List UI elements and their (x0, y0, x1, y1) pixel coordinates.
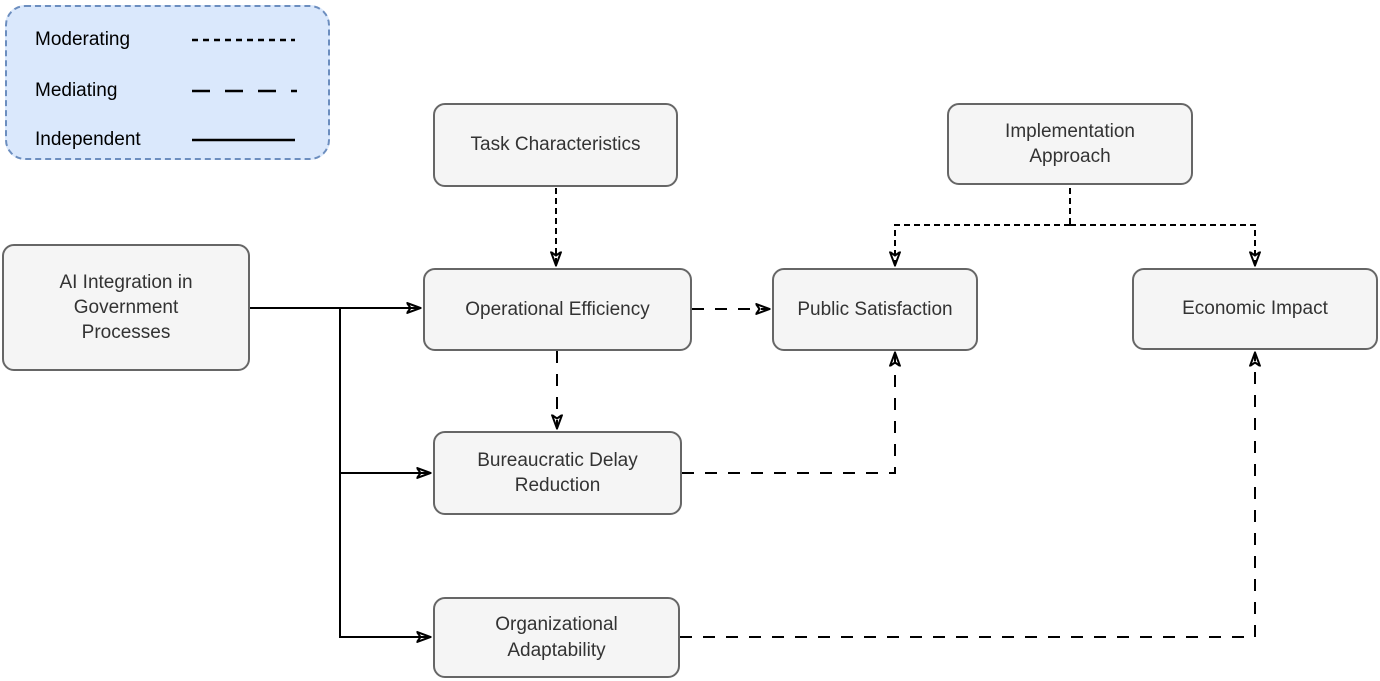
edge-implementation-to-economic-impact (1070, 224, 1255, 265)
edge-organizational-to-economic-impact (680, 353, 1255, 638)
legend-row-mediating: Mediating (7, 76, 328, 106)
node-task-characteristics: Task Characteristics (433, 103, 678, 187)
legend: Moderating Mediating Independent (5, 5, 330, 160)
moderating-line-sample-icon (192, 38, 295, 42)
node-operational-efficiency: Operational Efficiency (423, 268, 692, 351)
mediating-line-sample-icon (192, 89, 297, 93)
edge-implementation-to-public-satisfaction (895, 224, 1070, 265)
legend-row-independent: Independent (7, 125, 328, 155)
edge-ai-to-bureaucratic-delay (339, 308, 430, 473)
node-bureaucratic-delay-reduction: Bureaucratic Delay Reduction (433, 431, 682, 515)
node-public-satisfaction: Public Satisfaction (772, 268, 978, 351)
node-implementation-approach: Implementation Approach (947, 103, 1193, 185)
legend-row-moderating: Moderating (7, 25, 328, 55)
independent-line-sample-icon (192, 138, 295, 142)
edge-ai-to-organizational-adaptability (339, 308, 430, 637)
edge-bureaucratic-to-public-satisfaction (682, 353, 895, 474)
node-ai-integration: AI Integration in Government Processes (2, 244, 250, 371)
legend-label-independent: Independent (35, 129, 141, 150)
legend-label-mediating: Mediating (35, 80, 118, 101)
node-organizational-adaptability: Organizational Adaptability (433, 597, 680, 678)
legend-label-moderating: Moderating (35, 29, 131, 50)
node-economic-impact: Economic Impact (1132, 268, 1378, 350)
